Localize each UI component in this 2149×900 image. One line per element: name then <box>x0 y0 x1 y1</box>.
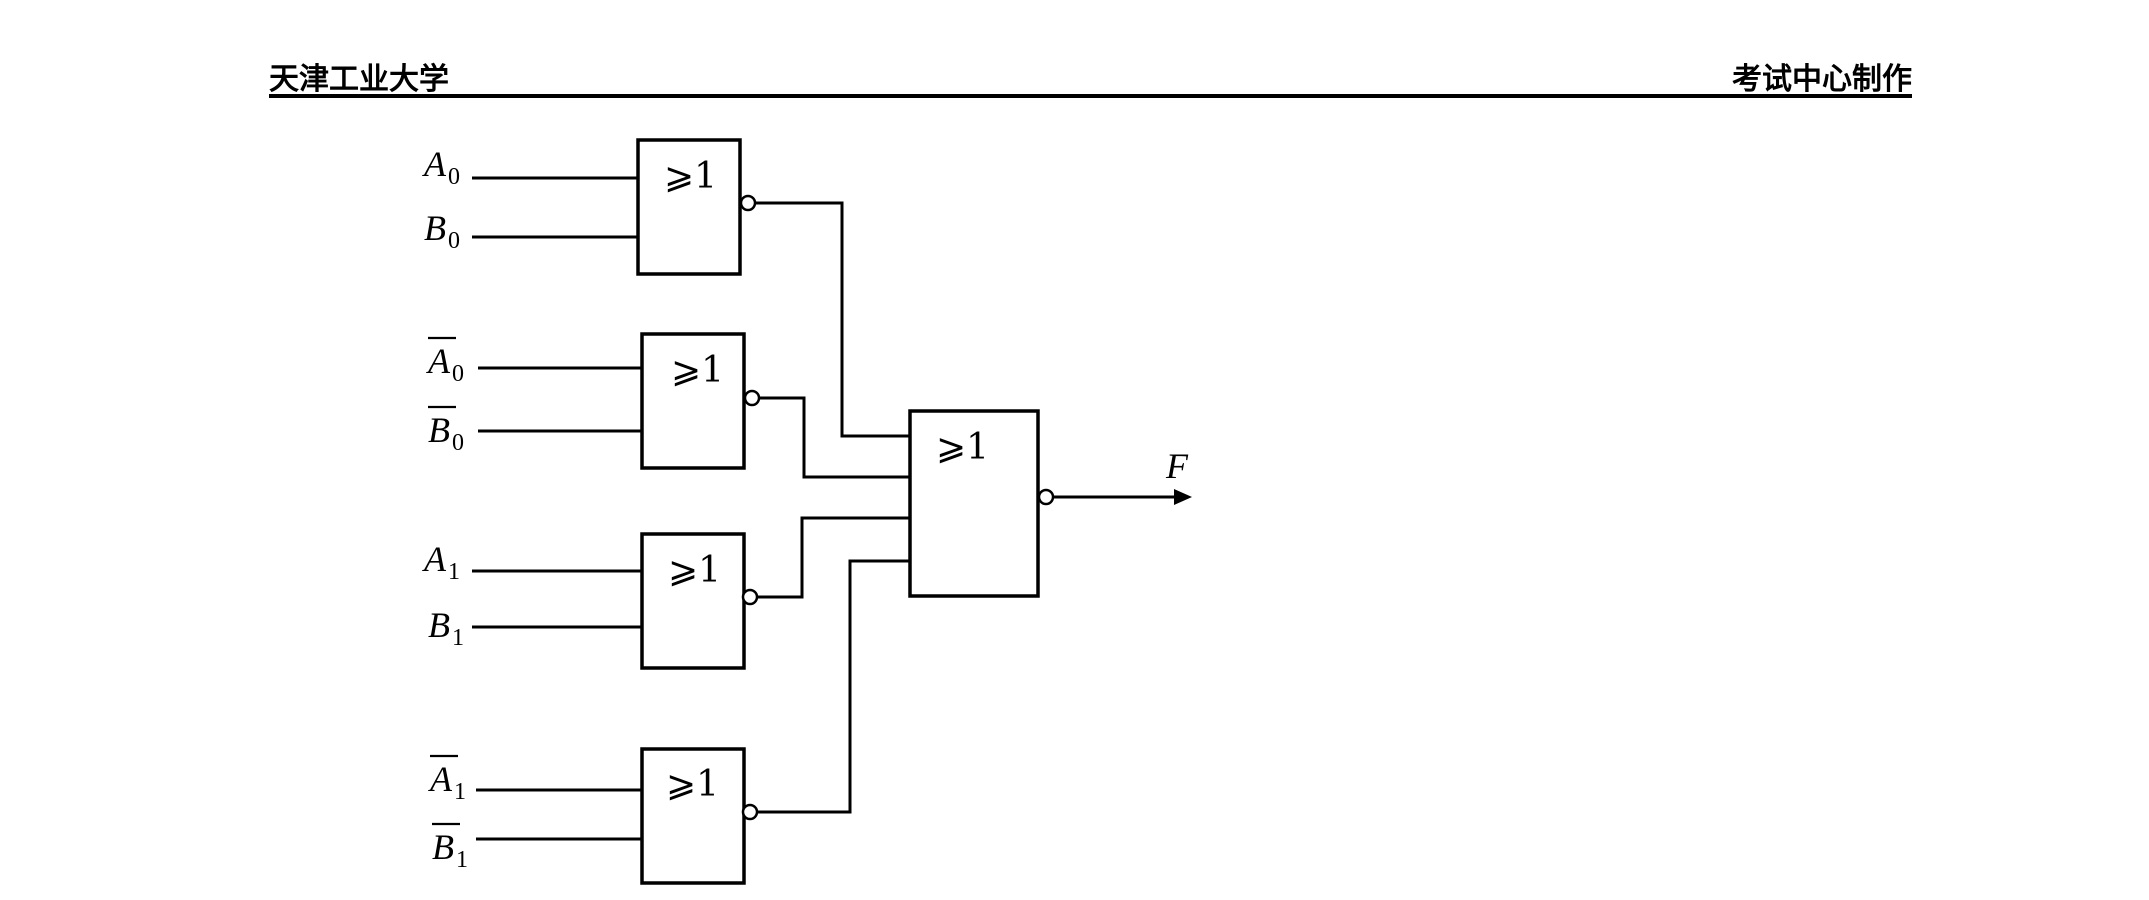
gate-2-inversion-bubble <box>743 389 761 407</box>
gate-3-symbol: ⩾1 <box>668 550 721 591</box>
nor-gate-4: ⩾1 <box>640 747 759 885</box>
gate-2-symbol: ⩾1 <box>671 350 724 391</box>
gate-1-inversion-bubble <box>739 194 757 212</box>
page-header: 天津工业大学 考试中心制作 <box>269 50 1912 98</box>
output-arrow-icon <box>1174 489 1192 505</box>
svg-text:0: 0 <box>452 361 464 387</box>
wire-g2-to-g5 <box>759 396 910 479</box>
gate-4-symbol: ⩾1 <box>666 764 719 805</box>
svg-text:A: A <box>426 341 451 381</box>
wire-g3-to-g5 <box>757 516 910 599</box>
svg-text:0: 0 <box>452 430 464 456</box>
input-label-b1: B 1 <box>428 605 464 651</box>
nor-gate-3: ⩾1 <box>640 532 759 670</box>
input-label-a0-bar: A 0 <box>426 336 464 387</box>
svg-text:B: B <box>424 208 446 248</box>
input-label-b0-bar: B 0 <box>428 405 464 456</box>
input-label-b0: B 0 <box>424 208 460 254</box>
svg-text:A: A <box>422 539 447 579</box>
svg-text:1: 1 <box>456 847 468 873</box>
gate-5-inversion-bubble <box>1037 488 1055 506</box>
svg-text:B: B <box>432 827 454 867</box>
input-label-a1-bar: A 1 <box>428 754 466 805</box>
gate-1-symbol: ⩾1 <box>664 156 717 197</box>
gate-3-inversion-bubble <box>741 588 759 606</box>
svg-text:B: B <box>428 410 450 450</box>
nor-gate-5: ⩾1 <box>908 409 1055 598</box>
gate-5-symbol: ⩾1 <box>936 427 989 468</box>
header-exam-center: 考试中心制作 <box>1732 62 1912 97</box>
output-label-f: F <box>1165 446 1189 486</box>
input-label-a0: A 0 <box>422 144 460 190</box>
svg-text:B: B <box>428 605 450 645</box>
input-label-b1-bar: B 1 <box>432 822 468 873</box>
svg-text:1: 1 <box>454 779 466 805</box>
header-university: 天津工业大学 <box>269 62 449 97</box>
svg-text:1: 1 <box>452 625 464 651</box>
svg-text:1: 1 <box>448 559 460 585</box>
svg-text:0: 0 <box>448 164 460 190</box>
wire-g4-to-g5 <box>757 559 910 814</box>
svg-text:A: A <box>428 759 453 799</box>
wire-g1-to-g5 <box>755 201 910 438</box>
gate-4-inversion-bubble <box>741 803 759 821</box>
svg-text:A: A <box>422 144 447 184</box>
svg-text:0: 0 <box>448 228 460 254</box>
nor-gate-1: ⩾1 <box>636 138 757 276</box>
input-label-a1: A 1 <box>422 539 460 585</box>
nor-gate-2: ⩾1 <box>640 332 761 470</box>
